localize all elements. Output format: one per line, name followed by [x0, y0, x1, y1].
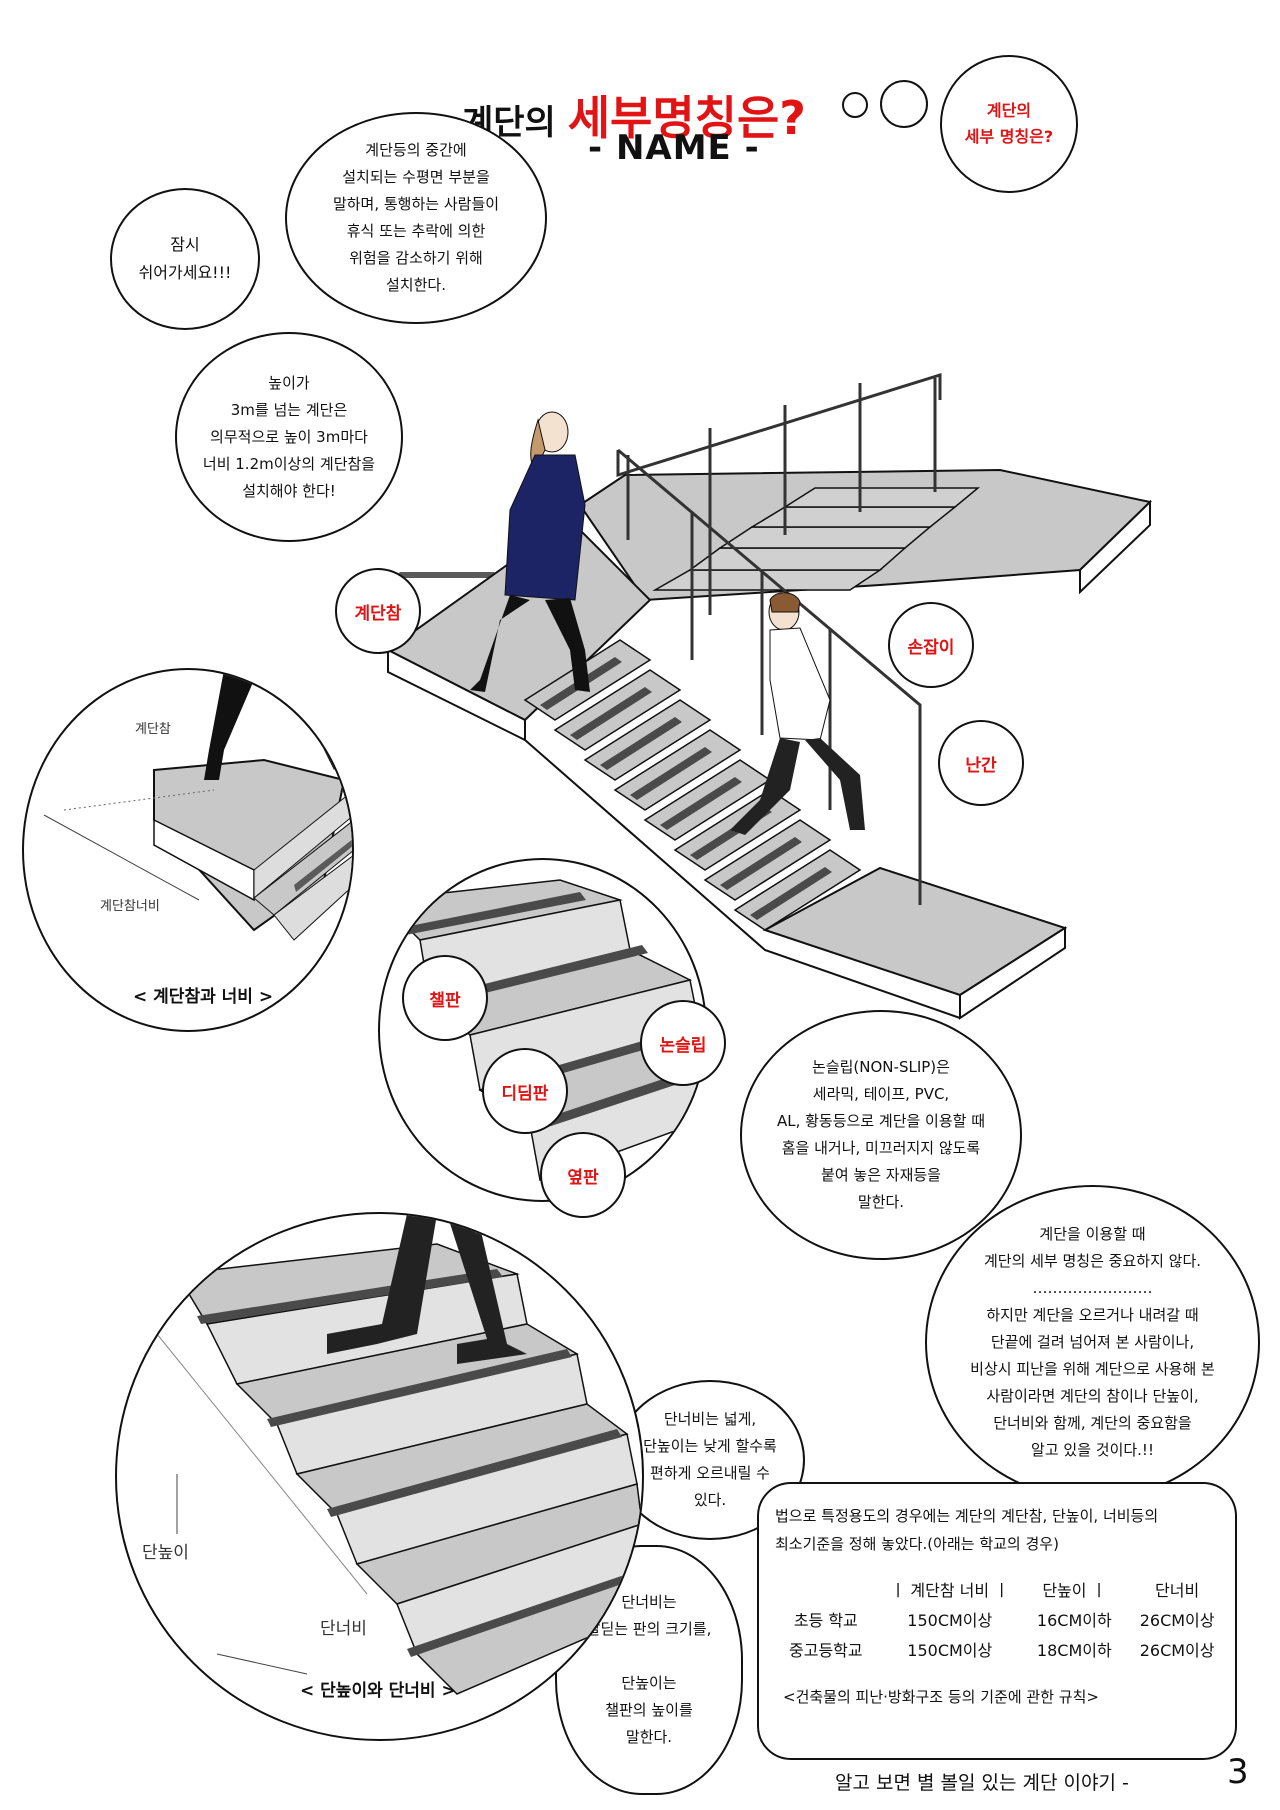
table-header-cell	[775, 1574, 877, 1604]
caption-riser-tread: < 단높이와 단너비 >	[300, 1681, 456, 1701]
legal-source: <건축물의 피난·방화구조 등의 기준에 관한 규칙>	[783, 1688, 1099, 1706]
importance-text: 계단을 이용할 때 계단의 세부 명칭은 중요하지 않다. …………………… 하…	[970, 1225, 1215, 1459]
table-row: 중고등학교 150CM이상 18CM이하 26CM이상	[775, 1634, 1228, 1664]
title-part2: 세부명칭은?	[567, 91, 806, 145]
page-number: 3	[1227, 1752, 1249, 1792]
thought-bubble-text: 계단의 세부 명칭은?	[964, 101, 1054, 146]
label-riser-height: 단높이	[142, 1543, 189, 1563]
thought-dot-large	[880, 80, 928, 128]
legal-intro: 법으로 특정용도의 경우에는 계단의 계단참, 단높이, 너비등의 최소기준을 …	[775, 1507, 1159, 1553]
table-cell: 26CM이상	[1139, 1611, 1215, 1630]
speech-bubble-importance: 계단을 이용할 때 계단의 세부 명칭은 중요하지 않다. …………………… 하…	[925, 1185, 1260, 1500]
tag-nonslip: 논슬립	[640, 1000, 726, 1086]
speech-bubble-tread-riser-definition: 단너비는 발딛는 판의 크기를, 단높이는 챌판의 높이를 말한다.	[555, 1545, 743, 1795]
page-title: 계단의 세부명칭은?	[462, 82, 806, 148]
speech-bubble-landing-definition: 계단등의 중간에 설치되는 수평면 부분을 말하며, 통행하는 사람들이 휴식 …	[285, 112, 547, 324]
tread-riser-tip-text: 단너비는 넓게, 단높이는 낮게 할수록 편하게 오르내릴 수 있다.	[643, 1410, 777, 1509]
tread-riser-definition-text: 단너비는 발딛는 판의 크기를, 단높이는 챌판의 높이를 말한다.	[586, 1593, 712, 1746]
landing-detail-circle	[22, 668, 354, 1032]
label-landing-width: 계단참너비	[100, 899, 160, 914]
nonslip-text: 논슬립(NON-SLIP)은 세라믹, 테이프, PVC, AL, 황동등으로 …	[776, 1058, 986, 1211]
tag-handrail: 손잡이	[888, 602, 974, 688]
thought-dot-small	[842, 92, 868, 118]
table-cell: 26CM이상	[1139, 1641, 1215, 1660]
tag-landing: 계단참	[335, 568, 421, 654]
table-cell: 18CM이하	[1036, 1641, 1112, 1660]
tag-baluster: 난간	[938, 720, 1024, 806]
tag-tread: 디딤판	[482, 1048, 568, 1134]
table-cell: 중고등학교	[789, 1641, 863, 1660]
speech-bubble-rest: 잠시 쉬어가세요!!!	[110, 188, 260, 330]
table-cell: 150CM이상	[907, 1641, 993, 1660]
table-header-cell: ㅣ 계단참 너비 ㅣ	[890, 1581, 1009, 1600]
woman-figure	[470, 411, 590, 692]
table-header-cell: 단너비	[1155, 1581, 1200, 1600]
table-header-cell: 단높이 ㅣ	[1042, 1581, 1107, 1600]
table-cell: 초등 학교	[793, 1611, 858, 1630]
speech-rest-text: 잠시 쉬어가세요!!!	[138, 235, 232, 282]
riser-tread-detail-circle	[115, 1212, 644, 1741]
table-cell: 150CM이상	[907, 1611, 993, 1630]
table-header-row: ㅣ 계단참 너비 ㅣ 단높이 ㅣ 단너비	[775, 1574, 1228, 1604]
landing-definition-text: 계단등의 중간에 설치되는 수평면 부분을 말하며, 통행하는 사람들이 휴식 …	[332, 141, 500, 294]
landing-rule-text: 높이가 3m를 넘는 계단은 의무적으로 높이 3m마다 너비 1.2m이상의 …	[202, 373, 376, 500]
label-tread-width: 단너비	[320, 1619, 367, 1639]
caption-landing-width: < 계단참과 너비 >	[133, 987, 274, 1007]
man-figure	[730, 592, 865, 835]
tag-stringer: 옆판	[540, 1132, 626, 1218]
page-subtitle: - NAME -	[588, 128, 760, 168]
table-cell: 16CM이하	[1036, 1611, 1112, 1630]
tag-riser: 챌판	[402, 955, 488, 1041]
legal-standards-box: 법으로 특정용도의 경우에는 계단의 계단참, 단높이, 너비등의 최소기준을 …	[757, 1482, 1237, 1760]
speech-bubble-landing-rule: 높이가 3m를 넘는 계단은 의무적으로 높이 3m마다 너비 1.2m이상의 …	[175, 332, 403, 542]
standards-table: ㅣ 계단참 너비 ㅣ 단높이 ㅣ 단너비 초등 학교 150CM이상 16CM이…	[775, 1574, 1228, 1664]
footer-text: 알고 보면 별 볼일 있는 계단 이야기 -	[835, 1772, 1129, 1794]
label-landing: 계단참	[135, 722, 171, 737]
speech-bubble-nonslip: 논슬립(NON-SLIP)은 세라믹, 테이프, PVC, AL, 황동등으로 …	[740, 1010, 1022, 1260]
thought-bubble: 계단의 세부 명칭은?	[940, 55, 1078, 193]
table-row: 초등 학교 150CM이상 16CM이하 26CM이상	[775, 1604, 1228, 1634]
